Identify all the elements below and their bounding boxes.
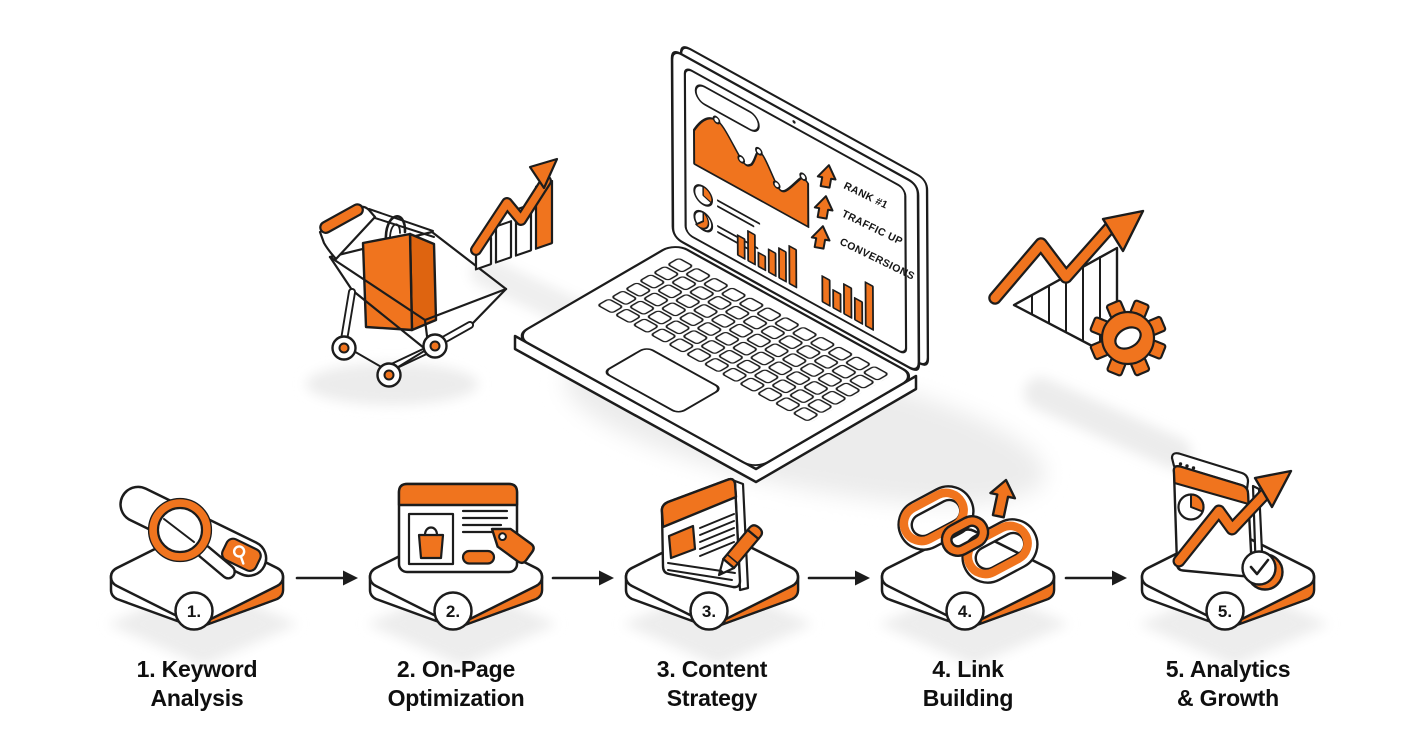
keyboard-keys <box>595 256 893 424</box>
growth-bars-arrow-gear-icon <box>988 209 1167 377</box>
step-label-line1: 2. On-Page <box>396 656 516 682</box>
flow-arrows <box>295 570 1127 586</box>
step-label-line2: Optimization <box>387 685 525 711</box>
gear-icon <box>1089 299 1167 377</box>
svg-text:1.: 1. <box>187 602 201 621</box>
chain-links-icon <box>897 478 1039 584</box>
up-arrow-icon <box>816 164 837 189</box>
document-pencil-icon <box>660 477 764 592</box>
arrow-right-icon <box>295 570 358 586</box>
step-badge: 1. <box>174 591 214 631</box>
pie-chart-icon <box>1177 493 1205 521</box>
step-label-line1: 3. Content <box>656 656 768 682</box>
analytics-growth-icon <box>1170 452 1293 591</box>
laptop-keyboard-deck <box>520 246 911 467</box>
step-label-line2: Building <box>922 685 1014 711</box>
step-label-line2: Strategy <box>666 685 758 711</box>
step-label-line2: Analysis <box>150 685 244 711</box>
trackpad <box>605 348 720 413</box>
up-arrow-icon <box>989 478 1017 519</box>
step-2-onpage-optimization: 2. <box>368 482 544 631</box>
laptop-screen-dashboard <box>693 84 874 331</box>
pie-stat-1 <box>693 184 761 228</box>
step-badge: 3. <box>689 591 729 631</box>
step-label-line1: 5. Analytics <box>1165 656 1291 682</box>
clock-check-icon <box>1241 550 1284 591</box>
bar-chart-1 <box>736 230 798 289</box>
laptop-screen <box>670 51 921 371</box>
cart-handle <box>318 203 435 261</box>
search-magnifier-icon <box>119 485 268 580</box>
step-1-keyword-analysis: 1. <box>109 485 285 631</box>
growth-bars-arrow-small-icon <box>470 157 559 271</box>
growth-arrow <box>1172 469 1293 568</box>
arrow-right-icon <box>807 570 870 586</box>
step-label-analytics-growth: 5. Analytics & Growth <box>1108 655 1348 713</box>
browser-product-tag-icon <box>397 482 535 574</box>
step-badge: 2. <box>433 591 473 631</box>
step-label-line1: 4. Link <box>932 656 1004 682</box>
laptop-illustration: RANK #1 TRAFFIC UP CONVERSIONS <box>513 46 930 484</box>
area-trend-chart <box>693 115 810 229</box>
shopping-cart-icon <box>318 203 508 388</box>
up-arrow-icon <box>810 225 831 250</box>
arrow-right-icon <box>1064 570 1127 586</box>
step-5-analytics-growth: 5. <box>1140 452 1316 631</box>
bar-chart-2 <box>821 275 874 331</box>
svg-text:5.: 5. <box>1218 602 1232 621</box>
step-badge: 4. <box>945 591 985 631</box>
step-3-content-strategy: 3. <box>624 477 800 631</box>
step-badge: 5. <box>1205 591 1245 631</box>
svg-text:2.: 2. <box>446 602 460 621</box>
step-label-line2: & Growth <box>1177 685 1279 711</box>
browser-pill <box>694 84 760 132</box>
up-arrow-icon <box>813 195 834 220</box>
cart-wheels <box>331 333 448 388</box>
price-tag-icon <box>490 527 535 565</box>
step-4-link-building: 4. <box>880 478 1056 631</box>
step-label-line1: 1. Keyword <box>136 656 258 682</box>
pencil-icon <box>717 524 764 577</box>
arrow-right-icon <box>551 570 614 586</box>
svg-text:3.: 3. <box>702 602 716 621</box>
svg-text:4.: 4. <box>958 602 972 621</box>
